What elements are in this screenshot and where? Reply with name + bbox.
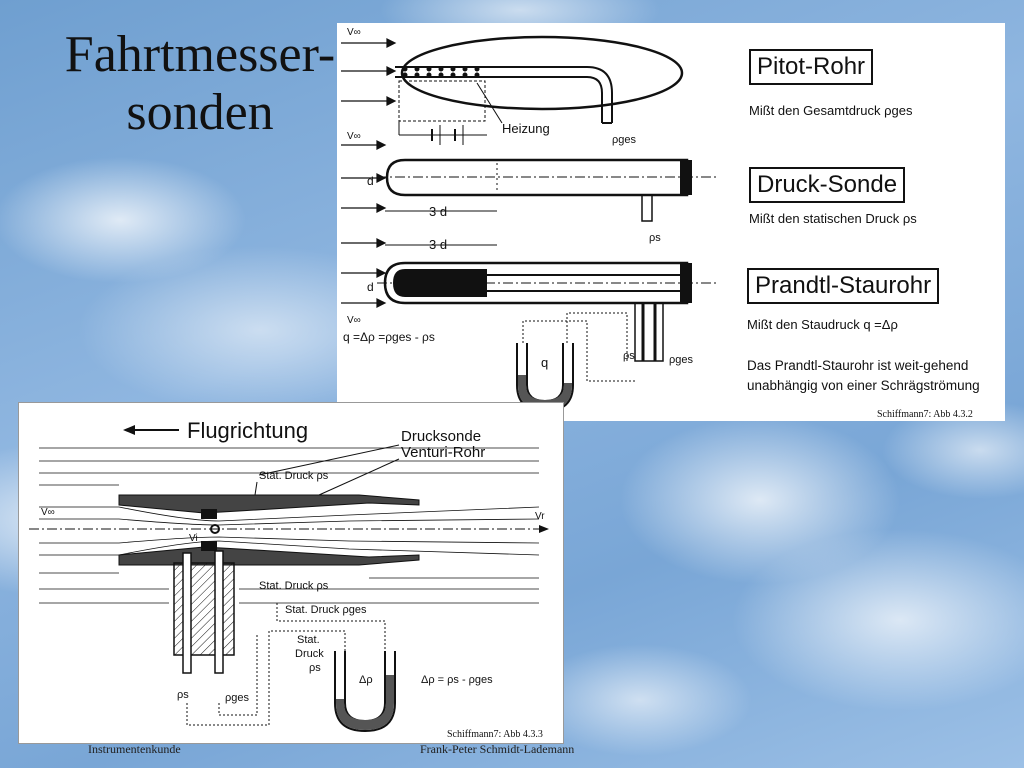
venturi-ps-label: ρs	[177, 689, 189, 701]
dim-3d-label-1: 3 d	[429, 204, 447, 219]
venturi-vinf-label: V∞	[41, 507, 55, 518]
footer-center: Frank-Peter Schmidt-Lademann	[420, 742, 575, 756]
venturi-diagram: Flugrichtung Drucksonde Venturi-Rohr V∞ …	[29, 418, 549, 733]
pitot-rohr-label: Pitot-Rohr	[749, 49, 874, 85]
v-inf-label-1: V∞	[347, 27, 361, 38]
prandtl-note: Das Prandtl-Staurohr ist weit-gehend una…	[747, 358, 980, 393]
top-figure-credit: Schiffmann7: Abb 4.3.2	[877, 409, 973, 420]
venturi-vr-label: Vr	[535, 511, 545, 522]
pitot-tube-drawing: Heizung ρges	[395, 35, 684, 146]
pitot-rohr-desc: Mißt den Gesamtdruck ρges	[749, 103, 913, 118]
streamlines	[39, 447, 540, 604]
slide-title-line2: sonden	[126, 84, 274, 141]
venturi-tube-drawing	[118, 494, 420, 674]
pitot-pges-label: ρges	[612, 134, 636, 146]
probe-diagram: V∞ V∞ V∞ Heizung ρges	[341, 27, 717, 413]
q-formula-label: q =Δρ =ρges - ρs	[343, 330, 435, 344]
prandtl-staurohr-desc: Mißt den Staudruck q =Δρ	[747, 317, 898, 332]
dim-d-label-2: d	[367, 280, 374, 294]
stat-druck-pges-label: Stat. Druck ρges	[285, 604, 367, 616]
delta-p-formula-label: Δρ = ρs - ρges	[421, 674, 493, 686]
slide-title: Fahrtmesser- sonden	[30, 26, 370, 142]
stat-druck-ps-small-label: ρs	[309, 662, 321, 674]
bottom-figure-credit: Schiffmann7: Abb 4.3.3	[447, 729, 543, 740]
druck-sonde-desc: Mißt den statischen Druck ρs	[749, 211, 917, 226]
venturi-vi-label: Vi	[189, 533, 198, 544]
drucksonde-label: Drucksonde	[401, 428, 481, 445]
flugrichtung-label: Flugrichtung	[187, 418, 308, 443]
delta-p-manometer-label: Δρ	[359, 674, 373, 686]
venturi-rohr-label: Venturi-Rohr	[401, 444, 485, 461]
druck-ps-label: ρs	[649, 232, 661, 244]
prandtl-ps-label: ρs	[623, 350, 635, 362]
footer-left: Instrumentenkunde	[88, 742, 181, 756]
dim-3d-label-2: 3 d	[429, 237, 447, 252]
flugrichtung-arrow: Flugrichtung	[123, 418, 308, 443]
flow-arrows	[341, 38, 397, 308]
prandtl-staurohr-label: Prandtl-Staurohr	[747, 268, 940, 304]
v-inf-label-2: V∞	[347, 131, 361, 142]
heizung-label: Heizung	[502, 121, 550, 136]
stat-label: Stat.	[297, 634, 320, 646]
druck-sonde-label: Druck-Sonde	[749, 167, 906, 203]
prandtl-pges-label: ρges	[669, 354, 693, 366]
druck-sonde-drawing: 3 d d ρs	[367, 158, 717, 244]
venturi-pges-label: ρges	[225, 692, 249, 704]
stat-druck-ps-top-label: Stat. Druck ρs	[259, 470, 329, 482]
q-manometer-label: q	[541, 355, 548, 370]
slide-title-line1: Fahrtmesser-	[64, 26, 336, 83]
v-inf-label-3: V∞	[347, 315, 361, 326]
prandtl-tube-drawing: 3 d d q =Δρ =ρges - ρs ρs ρges q	[343, 237, 717, 413]
venturi-figure-panel: Flugrichtung Drucksonde Venturi-Rohr V∞ …	[18, 402, 564, 744]
dim-d-label-1: d	[367, 174, 374, 188]
druck-label: Druck	[295, 648, 324, 660]
stat-druck-ps-bottom-label: Stat. Druck ρs	[259, 580, 329, 592]
venturi-manometer-drawing: Δρ Δρ = ρs - ρges	[186, 603, 493, 733]
probe-figure-panel: V∞ V∞ V∞ Heizung ρges	[337, 23, 1005, 421]
